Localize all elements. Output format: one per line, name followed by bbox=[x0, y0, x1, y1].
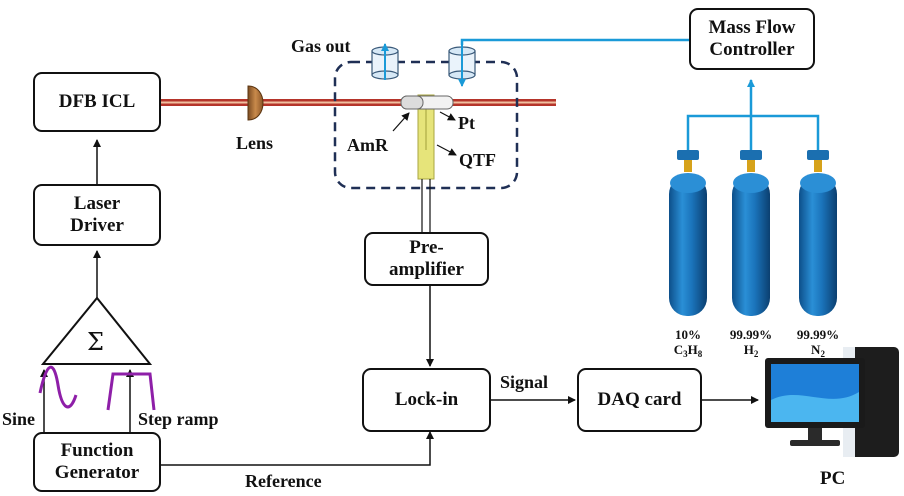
laser-driver-line1: Laser bbox=[73, 193, 121, 214]
laser-driver-line2: Driver bbox=[70, 215, 124, 236]
summing-amplifier bbox=[40, 296, 153, 365]
dfb-icl-box: DFB ICL bbox=[33, 72, 161, 132]
mass-flow-controller-box: Mass Flow Controller bbox=[689, 8, 815, 70]
preamplifier-box: Pre- amplifier bbox=[364, 232, 489, 286]
signal-label: Signal bbox=[500, 372, 549, 392]
dfb-icl-label: DFB ICL bbox=[58, 91, 136, 112]
cylinder-caption-h2: 99.99% H2 bbox=[724, 327, 778, 362]
cylinder-caption-n2: 99.99% N2 bbox=[791, 327, 845, 362]
cylinder-c3h8 bbox=[669, 150, 707, 316]
gas-in-port-icon bbox=[448, 45, 476, 87]
function-generator-box: Function Generator bbox=[33, 432, 161, 492]
step-ramp-label: Step ramp bbox=[138, 409, 219, 429]
gas-out-port-icon bbox=[371, 43, 399, 80]
gas-chamber bbox=[333, 60, 519, 190]
pc-icon bbox=[765, 347, 899, 457]
qtf-icon bbox=[417, 94, 435, 232]
qtf-label: QTF bbox=[459, 150, 497, 170]
c3h8-percent: 10% bbox=[675, 327, 701, 342]
qtf-pointer bbox=[436, 144, 457, 156]
daq-card-box: DAQ card bbox=[577, 368, 702, 432]
sigma-symbol: Σ bbox=[87, 328, 104, 356]
pc-label: PC bbox=[820, 468, 846, 489]
n2-formula: N2 bbox=[811, 342, 825, 359]
gas-manifold bbox=[686, 114, 820, 152]
reference-line bbox=[160, 431, 434, 466]
lens-label: Lens bbox=[236, 133, 274, 153]
cylinder-n2 bbox=[799, 150, 837, 316]
laser-driver-box: Laser Driver bbox=[33, 184, 161, 246]
amr-pointer bbox=[392, 112, 410, 132]
n2-percent: 99.99% bbox=[796, 327, 840, 342]
mfc-line1: Mass Flow bbox=[708, 17, 796, 38]
amr-tube-icon bbox=[400, 95, 454, 110]
c3h8-formula: C3H8 bbox=[673, 342, 703, 359]
pt-pointer bbox=[439, 111, 456, 121]
function-generator-line2: Generator bbox=[54, 462, 140, 483]
preamp-line2: amplifier bbox=[389, 259, 464, 280]
pt-label: Pt bbox=[458, 113, 475, 133]
cylinder-caption-c3h8: 10% C3H8 bbox=[663, 327, 713, 362]
mfc-line2: Controller bbox=[709, 39, 795, 60]
h2-percent: 99.99% bbox=[729, 327, 773, 342]
lock-in-box: Lock-in bbox=[362, 368, 491, 432]
amr-label: AmR bbox=[347, 135, 388, 155]
lens-icon bbox=[247, 85, 264, 121]
function-generator-line1: Function bbox=[60, 440, 134, 461]
lock-in-label: Lock-in bbox=[394, 389, 459, 410]
step-ramp-icon bbox=[106, 372, 156, 411]
gas-line-mfc-to-chamber bbox=[460, 38, 689, 45]
sine-wave-icon bbox=[38, 365, 78, 409]
h2-formula: H2 bbox=[743, 342, 759, 359]
laser-beam bbox=[161, 99, 556, 106]
preamp-line1: Pre- bbox=[409, 237, 444, 258]
gas-out-label: Gas out bbox=[291, 36, 351, 56]
sine-label: Sine bbox=[2, 409, 36, 429]
daq-card-label: DAQ card bbox=[597, 389, 682, 410]
cylinder-h2 bbox=[732, 150, 770, 316]
reference-label: Reference bbox=[245, 471, 322, 491]
